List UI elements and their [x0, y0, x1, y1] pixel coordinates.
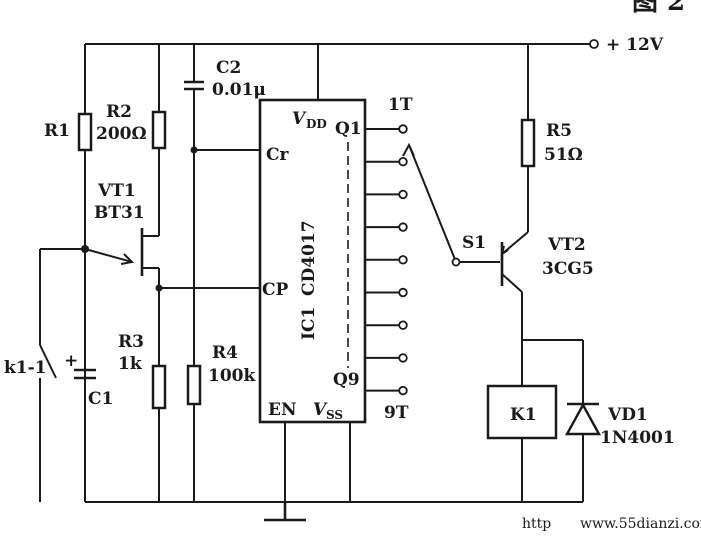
IC1-ref: IC1 [299, 307, 319, 340]
C2-branch [184, 44, 260, 502]
supply-label: + 12V [606, 35, 664, 55]
R1-label: R1 [44, 121, 70, 141]
R5-branch [520, 44, 536, 232]
watermark-site: www.55dianzi.com [580, 516, 701, 532]
tap-last-label: 9T [384, 403, 409, 423]
C1-label: C1 [88, 389, 113, 409]
VT2-part: 3CG5 [542, 259, 594, 279]
VT2-label: VT2 [547, 235, 586, 255]
VT1-part: BT31 [94, 203, 145, 223]
output-tap-terminal [398, 385, 408, 396]
C1-capacitor [74, 368, 96, 380]
R4-label: R4 [212, 343, 238, 363]
R2-label: R2 [106, 102, 132, 122]
supply-rail [85, 39, 599, 49]
R4-resistor [186, 364, 202, 406]
IC1-vertical-label: IC1 CD4017 [299, 220, 319, 340]
output-tap-terminal [398, 320, 408, 330]
supply-terminal [589, 39, 599, 49]
K1-label: K1 [510, 405, 537, 425]
k1-1-switch [39, 248, 85, 502]
S1-label: S1 [462, 233, 486, 253]
R2-resistor [151, 110, 167, 150]
output-tap-terminal [398, 222, 408, 232]
IC1-vss-pin: V [313, 400, 328, 420]
VT1-transistor [84, 228, 260, 502]
VD1-diode [564, 402, 602, 502]
IC1-en-pin: EN [268, 400, 297, 420]
C1-polarity: + [64, 351, 78, 371]
output-tap-terminal [398, 124, 408, 134]
R3-value: 1k [118, 354, 143, 374]
IC1-cr-pin: Cr [266, 145, 290, 165]
R5-label: R5 [546, 121, 572, 141]
output-tap-terminal [398, 353, 408, 363]
ground-rail [85, 501, 583, 522]
K1-relay [486, 384, 558, 502]
R3-resistor [151, 364, 167, 410]
IC1-vss-pin-sub: SS [326, 408, 343, 422]
IC1-chip [258, 44, 367, 502]
output-tap-terminal [398, 287, 408, 298]
VT1-emitter-arrow [120, 253, 135, 265]
R5-resistor [520, 118, 536, 168]
k1-1-label: k1-1 [4, 358, 47, 378]
C2-label: C2 [216, 58, 241, 78]
R4-value: 100k [208, 366, 256, 386]
watermark-prefix: http [522, 516, 551, 532]
R1-branch [77, 44, 93, 502]
IC1-q1-pin: Q1 [335, 119, 362, 139]
IC1-cp-pin: CP [262, 280, 289, 300]
R3-label: R3 [118, 332, 144, 352]
output-tap-terminal [398, 156, 408, 167]
R2-branch [142, 44, 167, 237]
S1-selector [402, 142, 500, 267]
C2-value: 0.01μ [212, 80, 266, 100]
output-tap-terminal [398, 255, 408, 265]
R5-value: 51Ω [544, 145, 583, 165]
IC1-vdd-pin: V [292, 109, 307, 129]
VT2-emitter-arrow [500, 245, 509, 257]
VT1-label: VT1 [97, 181, 136, 201]
IC1-output-taps [365, 124, 408, 396]
figure-number-fragment: 图 2 [632, 0, 685, 17]
output-tap-terminal [398, 189, 408, 200]
VD1-part: 1N4001 [600, 428, 675, 448]
S1-wiper-arrow [402, 142, 415, 157]
R2-value: 200Ω [96, 124, 147, 144]
IC1-vdd-pin-sub: DD [306, 117, 327, 131]
VT2-transistor [500, 231, 584, 404]
IC1-part: CD4017 [299, 220, 319, 296]
VD1-label: VD1 [607, 405, 648, 425]
IC1-q9-pin: Q9 [333, 370, 360, 390]
R1-resistor [77, 112, 93, 152]
tap-first-label: 1T [388, 95, 413, 115]
